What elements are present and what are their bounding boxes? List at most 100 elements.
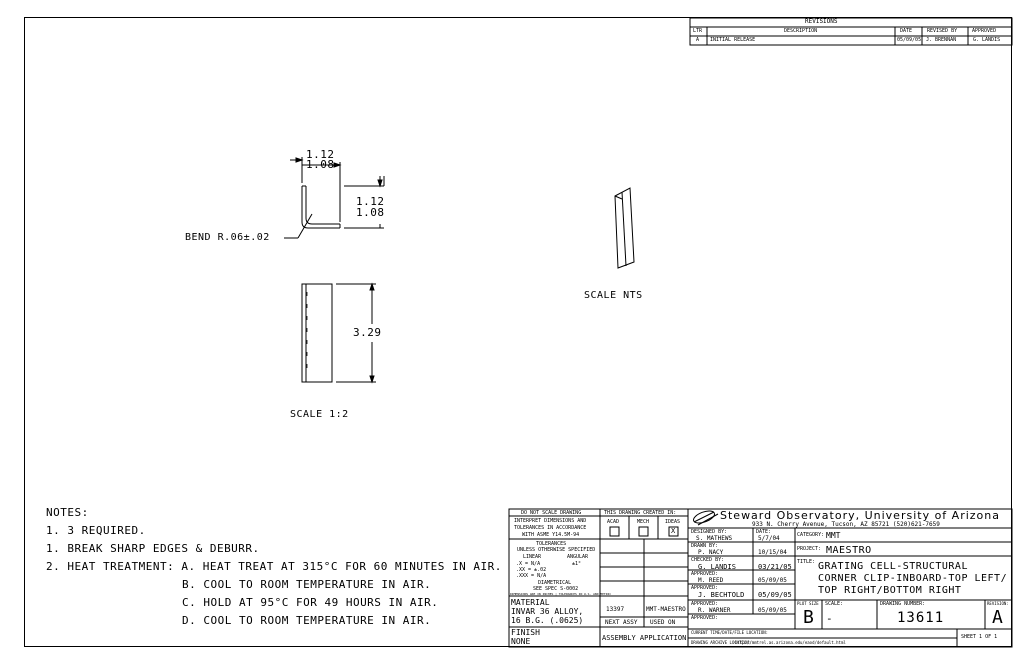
material-line-2: 16 B.G. (.0625) [511, 616, 584, 625]
org-address: 933 N. Cherry Avenue, Tucson, AZ 85721 (… [752, 521, 940, 528]
tol-angular-value: ±1° [572, 561, 582, 567]
tol-angular: ANGULAR [567, 554, 589, 560]
tol-linear: LINEAR [523, 554, 542, 560]
approved-1: M. REED [698, 577, 724, 584]
rev-row-date: 05/09/05 [897, 37, 922, 43]
dim-top-value-2: 1.08 [306, 158, 335, 171]
category-value: MMT [826, 531, 841, 540]
approved-3: R. WARNER [698, 607, 731, 614]
finish-value: NONE [511, 637, 531, 646]
scale-field-label: SCALE: [825, 601, 844, 607]
ideas-check-mark: X [671, 527, 676, 535]
checked-by: G. LANDIS [698, 563, 736, 571]
designed-by-label: DESIGNED BY: [691, 529, 728, 535]
rev-row-description: INITIAL RELEASE [710, 37, 756, 43]
finish-label: FINISH [511, 628, 540, 637]
front-view [301, 282, 376, 384]
tolerances-heading: TOLERANCES [536, 541, 567, 547]
dim-right-value-2: 1.08 [356, 206, 385, 219]
rev-header-description: DESCRIPTION [784, 28, 818, 34]
do-not-scale: DO NOT SCALE DRAWING [521, 510, 582, 516]
project-label: PROJECT: [797, 546, 822, 552]
rev-row-ltr: A [696, 37, 700, 43]
rev-row-revised-by: J. BRENNAN [926, 37, 957, 43]
next-assy-value: 13397 [606, 606, 625, 613]
cad-checkboxes [609, 526, 679, 537]
approved-3-date: 05/09/05 [758, 607, 787, 614]
approved-4-label: APPROVED: [691, 615, 719, 621]
scale-main-label: SCALE 1:2 [290, 409, 349, 420]
checked-date: 03/21/05 [758, 563, 792, 571]
assembly-application: ASSEMBLY APPLICATION [602, 634, 687, 642]
material-label: MATERIAL [511, 598, 550, 607]
note-line: B. COOL TO ROOM TEMPERATURE IN AIR. [182, 578, 432, 591]
tol-xx: .XX = ±.02 [516, 567, 547, 573]
dim-length-value: 3.29 [353, 326, 382, 339]
rev-header-revised-by: REVISED BY [927, 28, 958, 34]
drawing-number-value: 13611 [897, 610, 945, 626]
interpret-line-1: INTERPRET DIMENSIONS AND [514, 518, 587, 524]
see-spec: SEE SPEC S-0002 [533, 586, 579, 592]
diametrical: DIAMETRICAL [538, 580, 572, 586]
designed-by: S. MATHEWS [696, 535, 733, 542]
title-label: TITLE: [797, 559, 816, 565]
drawn-by: P. NACY [698, 549, 724, 556]
drawn-date: 10/15/04 [758, 549, 787, 556]
approved-2-label: APPROVED: [691, 585, 719, 591]
used-on-label: USED ON [650, 619, 676, 626]
cad-acad: ACAD [607, 519, 620, 525]
fine-print: DIMENSIONS ARE IN INCHES | TOLERANCES IN… [510, 592, 612, 596]
note-line: C. HOLD AT 95°C FOR 49 HOURS IN AIR. [182, 596, 439, 609]
revisions-title: REVISIONS [805, 18, 838, 25]
title-line-1: GRATING CELL-STRUCTURAL [818, 561, 968, 572]
approved-2: J. BECHTOLD [698, 591, 745, 599]
rev-header-approved: APPROVED [972, 28, 997, 34]
rev-header-date: DATE [900, 28, 913, 34]
category-label: CATEGORY: [797, 532, 825, 538]
interpret-line-2: TOLERANCES IN ACCORDANCE [514, 525, 587, 531]
tol-xxx: .XXX = N/A [516, 573, 547, 579]
approved-3-label: APPROVED: [691, 601, 719, 607]
rev-row-approved: G. LANDIS [973, 37, 1001, 43]
scale-field-value: - [826, 612, 834, 625]
used-on-value: MMT-MAESTRO [646, 606, 686, 613]
scale-iso-label: SCALE NTS [584, 290, 643, 301]
drawing-number-label: DRAWING NUMBER: [880, 601, 926, 607]
rev-header-ltr: LTR [693, 28, 703, 34]
checked-by-label: CHECKED BY: [691, 557, 725, 563]
archive-location: http://mmtrel.as.arizona.edu/eaod/defaul… [735, 640, 846, 645]
project-value: MAESTRO [826, 545, 872, 556]
created-in: THIS DRAWING CREATED IN: [604, 510, 677, 516]
interpret-line-3: WITH ASME Y14.5M-94 [522, 532, 580, 538]
dim-top-value: 1.12 [306, 148, 335, 161]
approved-2-date: 05/09/05 [758, 591, 792, 599]
cad-ideas: IDEAS [665, 519, 681, 525]
top-view [284, 157, 385, 239]
notes-heading: NOTES: [46, 506, 89, 519]
date-label: DATE: [756, 529, 772, 535]
plot-size-value: B [803, 607, 814, 628]
sheet-number: SHEET 1 OF 1 [961, 634, 998, 640]
dim-right-value: 1.12 [356, 195, 385, 208]
plot-size-label: PLOT SIZE [797, 601, 819, 606]
title-line-3: TOP RIGHT/BOTTOM RIGHT [818, 585, 962, 596]
title-line-2: CORNER CLIP-INBOARD-TOP LEFT/ [818, 573, 1008, 584]
note-line: 2. HEAT TREATMENT: A. HEAT TREAT AT 315°… [46, 560, 502, 573]
note-line: D. COOL TO ROOM TEMPERATURE IN AIR. [182, 614, 432, 627]
revision-value: A [992, 607, 1003, 628]
designed-date: 5/7/04 [758, 535, 780, 542]
current-time-label: CURRENT TIME/DATE/FILE LOCATION: [691, 630, 769, 635]
note-line: 1. BREAK SHARP EDGES & DEBURR. [46, 542, 260, 555]
tol-x: .X = N/A [516, 561, 541, 567]
drawn-by-label: DRAWN BY: [691, 543, 719, 549]
approved-1-label: APPROVED: [691, 571, 719, 577]
iso-view [614, 187, 635, 269]
note-line: 1. 3 REQUIRED. [46, 524, 146, 537]
material-line-1: INVAR 36 ALLOY, [511, 607, 584, 616]
approved-1-date: 05/09/05 [758, 577, 787, 584]
next-assy-label: NEXT ASSY [605, 619, 638, 626]
tolerances-unless: UNLESS OTHERWISE SPECIFIED [517, 547, 596, 553]
org-name: Steward Observatory, University of Arizo… [720, 509, 1000, 522]
archive-label: DRAWING ARCHIVE LOCATION: [691, 640, 752, 645]
